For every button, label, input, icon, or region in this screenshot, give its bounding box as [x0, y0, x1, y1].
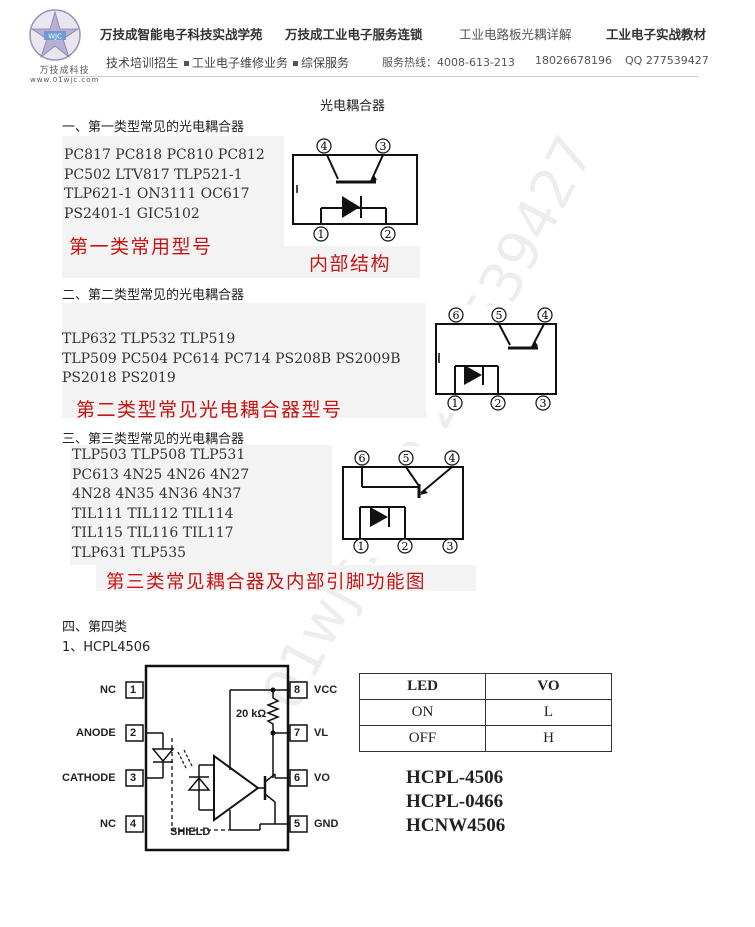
section-2-models: TLP632 TLP532 TLP519 TLP509 PC504 PC614 …: [62, 331, 401, 386]
svg-text:6: 6: [359, 452, 366, 465]
table-cell: OFF: [359, 725, 486, 752]
pin-1-name: NC: [100, 684, 116, 696]
section-4-heading: 四、第四类: [62, 620, 128, 635]
pin-1-number: 1: [130, 684, 137, 696]
page-title: 光电耦合器: [320, 99, 386, 114]
pin-5-number: 5: [294, 818, 301, 830]
table-header-cell: LED: [359, 673, 486, 700]
nav-link-textbook[interactable]: 工业电子实战教材: [606, 27, 707, 42]
bullet-icon: [184, 60, 189, 66]
pin-6-name: VO: [314, 772, 330, 784]
table-row: ON L: [359, 699, 612, 726]
hcpl4506-diagram: 1 2 3 4 8 7 6 5 NC ANODE CATHODE NC VCC …: [60, 660, 360, 860]
section-3-label-panel: [96, 565, 476, 591]
section-1-models: PC817 PC818 PC810 PC812 PC502 LTV817 TLP…: [64, 147, 265, 222]
section-3-panel: [70, 445, 332, 565]
header-divider: [58, 76, 698, 77]
svg-text:2: 2: [385, 228, 392, 241]
nav-link-protection[interactable]: 综保服务: [290, 54, 349, 71]
svg-text:5: 5: [403, 452, 410, 465]
table-cell: L: [485, 699, 612, 726]
resistor-label: 20 kΩ: [236, 708, 267, 720]
svg-text:4: 4: [321, 140, 328, 153]
pin-8-name: VCC: [314, 684, 338, 696]
truth-table: LED VO ON L OFF H: [359, 673, 612, 752]
table-header-cell: VO: [485, 673, 612, 700]
pin-7-name: VL: [314, 727, 329, 739]
pin-8-number: 8: [294, 684, 301, 696]
pin-3-name: CATHODE: [62, 772, 116, 784]
svg-text:WJC: WJC: [48, 33, 62, 41]
logo-caption: 万技成科技 www.01wjc.com: [30, 66, 100, 84]
pin-7-number: 7: [294, 727, 301, 739]
section-3-models: TLP503 TLP508 TLP531 PC613 4N25 4N26 4N2…: [72, 447, 250, 561]
svg-text:2: 2: [402, 540, 409, 553]
section-2-label: 第二类型常见光电耦合器型号: [76, 399, 343, 421]
table-row: OFF H: [359, 725, 612, 752]
qq-number: QQ 277539427: [625, 54, 709, 67]
section-1-models-label: 第一类常用型号: [69, 236, 213, 258]
table-header-row: LED VO: [359, 673, 612, 700]
company-logo: WJC: [29, 9, 81, 61]
svg-text:1: 1: [452, 397, 459, 410]
pin-2-name: ANODE: [76, 727, 116, 739]
nav-link-training[interactable]: 技术培训招生: [106, 56, 179, 70]
shield-label: SHIELD: [170, 826, 211, 838]
pin-3-number: 3: [130, 772, 137, 784]
svg-text:3: 3: [540, 397, 547, 410]
table-cell: ON: [359, 699, 486, 726]
pin-4-number: 4: [130, 818, 137, 830]
bullet-icon: [293, 60, 298, 66]
phone-number: 18026678196: [535, 54, 612, 67]
section-3-label: 第三类常见耦合器及内部引脚功能图: [106, 572, 427, 593]
type1-schematic: 4 3 1 2: [284, 134, 424, 246]
section-2-heading: 二、第二类型常见的光电耦合器: [62, 288, 245, 303]
svg-text:3: 3: [380, 140, 387, 153]
svg-text:6: 6: [453, 309, 460, 322]
section-4-subheading: 1、HCPL4506: [62, 640, 151, 655]
pin-2-number: 2: [130, 727, 137, 739]
section-1-heading: 一、第一类型常见的光电耦合器: [62, 120, 245, 135]
table-cell: H: [485, 725, 612, 752]
pin-5-name: GND: [314, 818, 339, 830]
nav-link-academy[interactable]: 万技成智能电子科技实战学苑: [100, 27, 263, 42]
svg-text:5: 5: [496, 309, 503, 322]
nav-link-repair[interactable]: 工业电子维修业务: [181, 54, 288, 71]
section-1-internal-label: 内部结构: [309, 253, 392, 275]
nav-link-optocoupler-guide[interactable]: 工业电路板光耦详解: [459, 27, 572, 42]
svg-text:2: 2: [495, 397, 502, 410]
svg-text:4: 4: [542, 309, 549, 322]
hotline: 服务热线：4008-613-213: [382, 56, 515, 69]
part-numbers: HCPL-4506 HCPL-0466 HCNW4506: [406, 767, 506, 836]
svg-text:4: 4: [449, 452, 456, 465]
section-3-heading: 三、第三类型常见的光电耦合器: [62, 432, 245, 447]
nav-link-service-chain[interactable]: 万技成工业电子服务连锁: [285, 27, 423, 42]
type2-schematic: 6 5 4 1 2 3: [426, 305, 564, 413]
pin-4-name: NC: [100, 818, 116, 830]
section-2-panel: [62, 303, 427, 418]
svg-text:1: 1: [318, 228, 325, 241]
pin-6-number: 6: [294, 772, 301, 784]
svg-text:3: 3: [447, 540, 454, 553]
svg-text:1: 1: [358, 540, 365, 553]
type3-schematic: 6 5 4 1 2 3: [334, 446, 472, 558]
